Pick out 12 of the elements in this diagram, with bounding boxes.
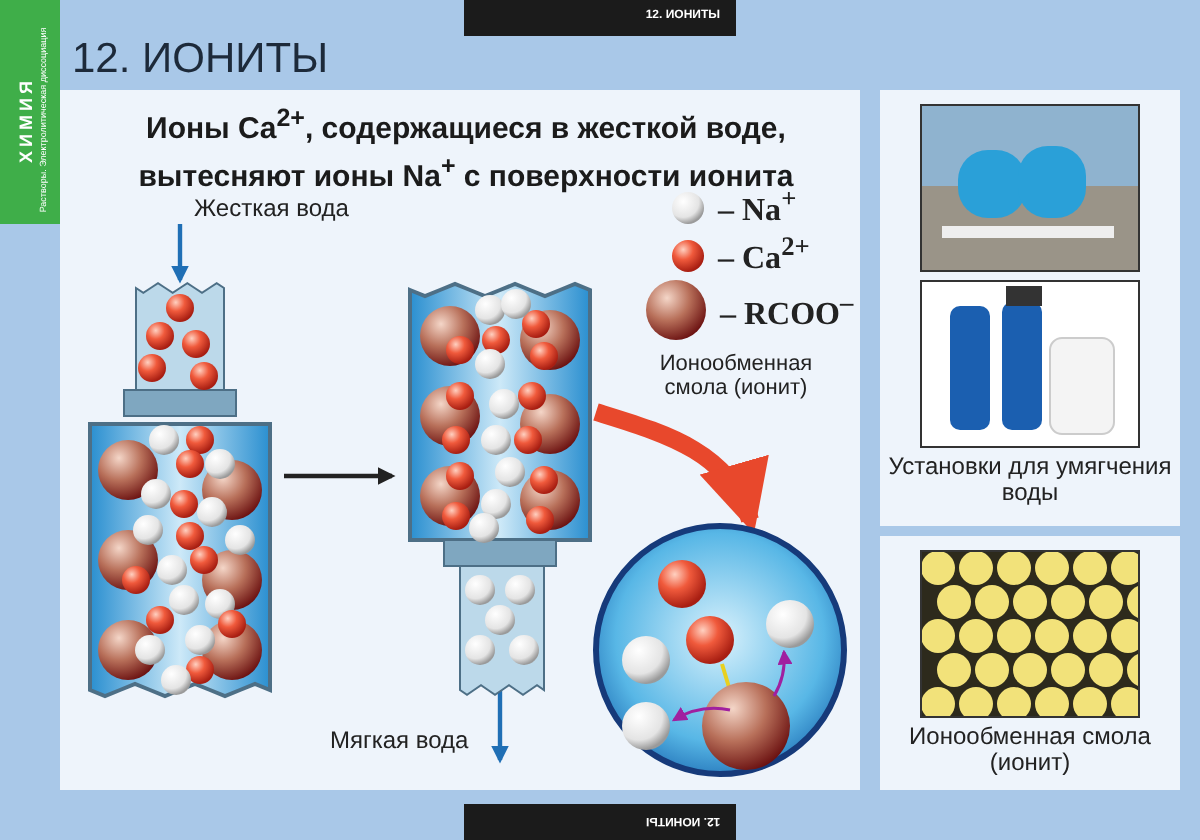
arrow (284, 467, 396, 485)
title: 12. ИОНИТЫ (72, 36, 329, 84)
legend-text: – RCOO$^{–}$ (720, 286, 854, 334)
legend-text: – Ca$^{2+}$ (718, 232, 810, 279)
photo-caption: Ионообменная смола (ионит) (907, 724, 1153, 777)
subject-text: ХИМИЯ (16, 75, 36, 167)
curved-arrow (593, 403, 765, 534)
photo-caption: Установки для умягчения воды (886, 454, 1174, 507)
arrow (171, 224, 189, 284)
flow-label: Жесткая вода (194, 192, 349, 224)
flow-label: Мягкая вода (330, 724, 469, 756)
resin-caption: Ионообменная смола (ионит) (657, 352, 815, 401)
